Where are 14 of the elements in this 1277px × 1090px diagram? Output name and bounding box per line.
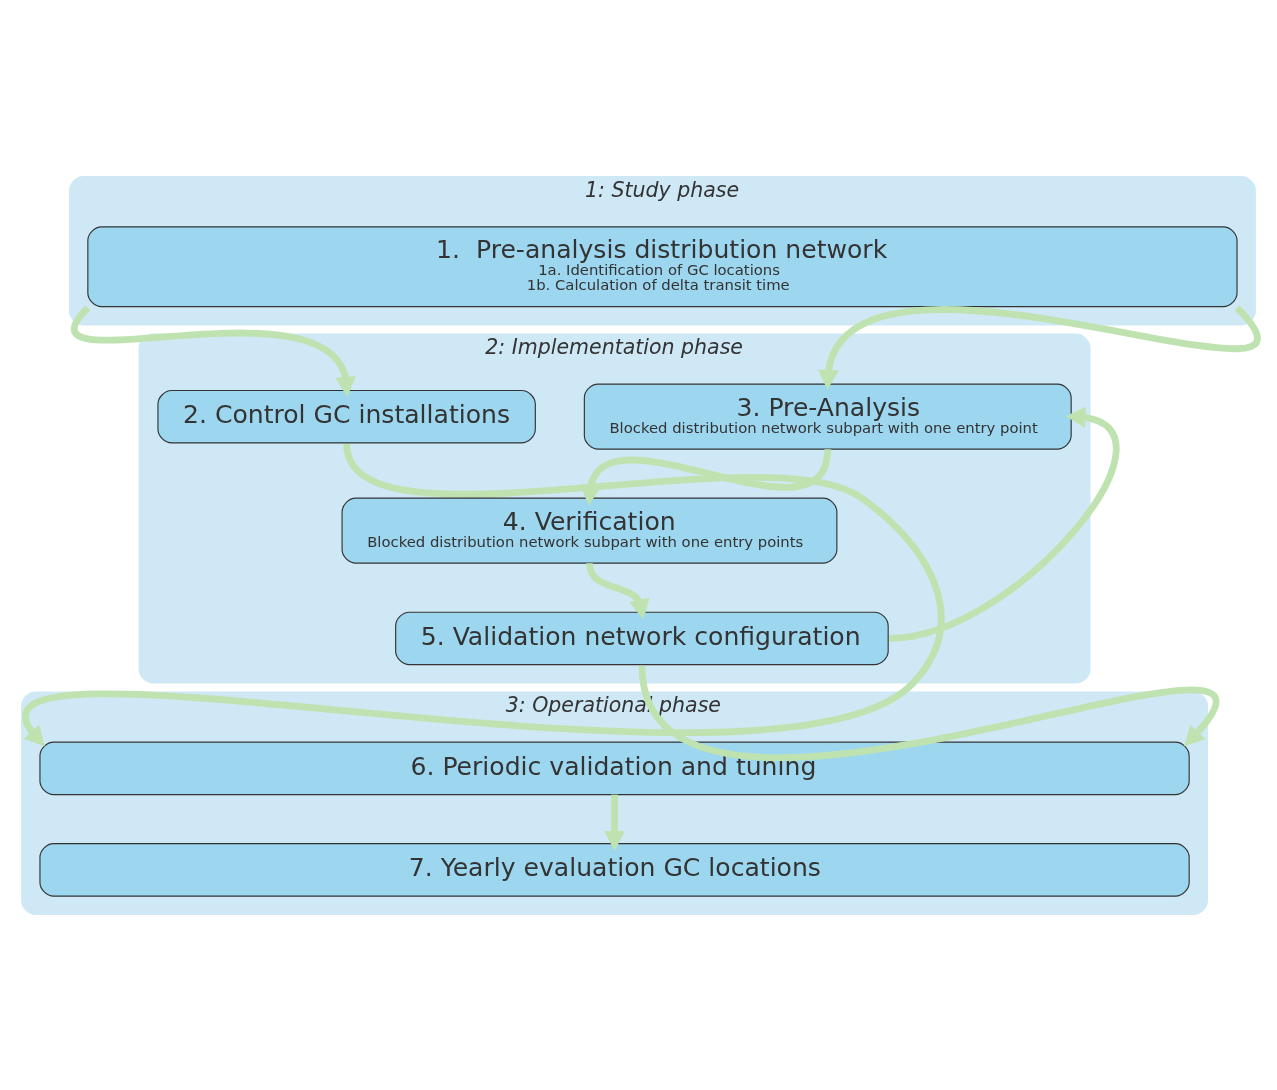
node-box: 5. Validation network configuration <box>395 611 889 665</box>
arrow <box>818 305 1260 390</box>
node-box: 6. Periodic validation and tuning <box>39 741 1190 795</box>
arrow <box>72 305 357 397</box>
arrow <box>23 442 945 746</box>
node-box: 1. Pre-analysis distribution network 1a. Identification of GC locations 1b. Calculation of delta transit time <box>87 225 1238 307</box>
node-box: 2. Control GC installations <box>157 389 536 443</box>
arrow <box>888 406 1119 642</box>
arrow <box>604 794 625 851</box>
node-box: 7. Yearly evaluation GC locations <box>39 842 1190 897</box>
node-box: 4. Verification Blocked distribution network subpart with one entry points <box>341 497 838 564</box>
arrow <box>579 447 832 506</box>
node-box: 3. Pre-Analysis Blocked distribution network subpart with one entry point <box>583 383 1072 450</box>
arrow <box>586 562 650 619</box>
